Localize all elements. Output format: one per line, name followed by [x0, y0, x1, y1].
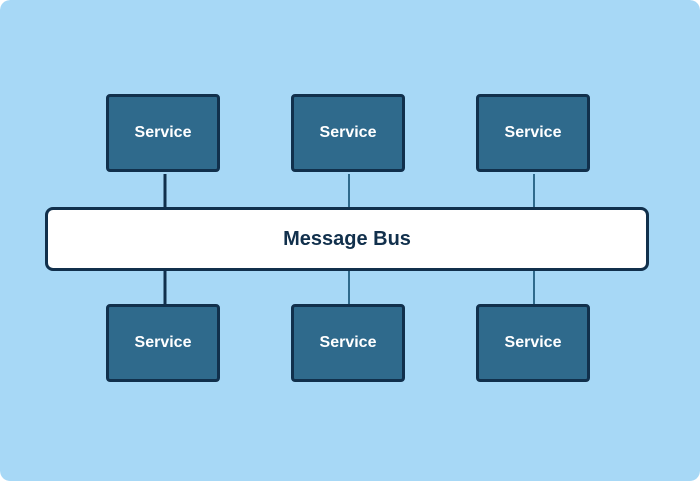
service-label: Service	[504, 124, 562, 141]
service-label: Service	[134, 124, 192, 141]
service-node-top-right: Service	[476, 94, 590, 172]
service-node-top-left: Service	[106, 94, 220, 172]
message-bus-label: Message Bus	[283, 227, 411, 250]
service-label: Service	[319, 124, 377, 141]
service-label: Service	[134, 334, 192, 351]
service-label: Service	[504, 334, 562, 351]
message-bus: Message Bus	[45, 207, 649, 271]
service-node-bottom-right: Service	[476, 304, 590, 382]
service-node-bottom-center: Service	[291, 304, 405, 382]
service-label: Service	[319, 334, 377, 351]
service-node-top-center: Service	[291, 94, 405, 172]
service-node-bottom-left: Service	[106, 304, 220, 382]
